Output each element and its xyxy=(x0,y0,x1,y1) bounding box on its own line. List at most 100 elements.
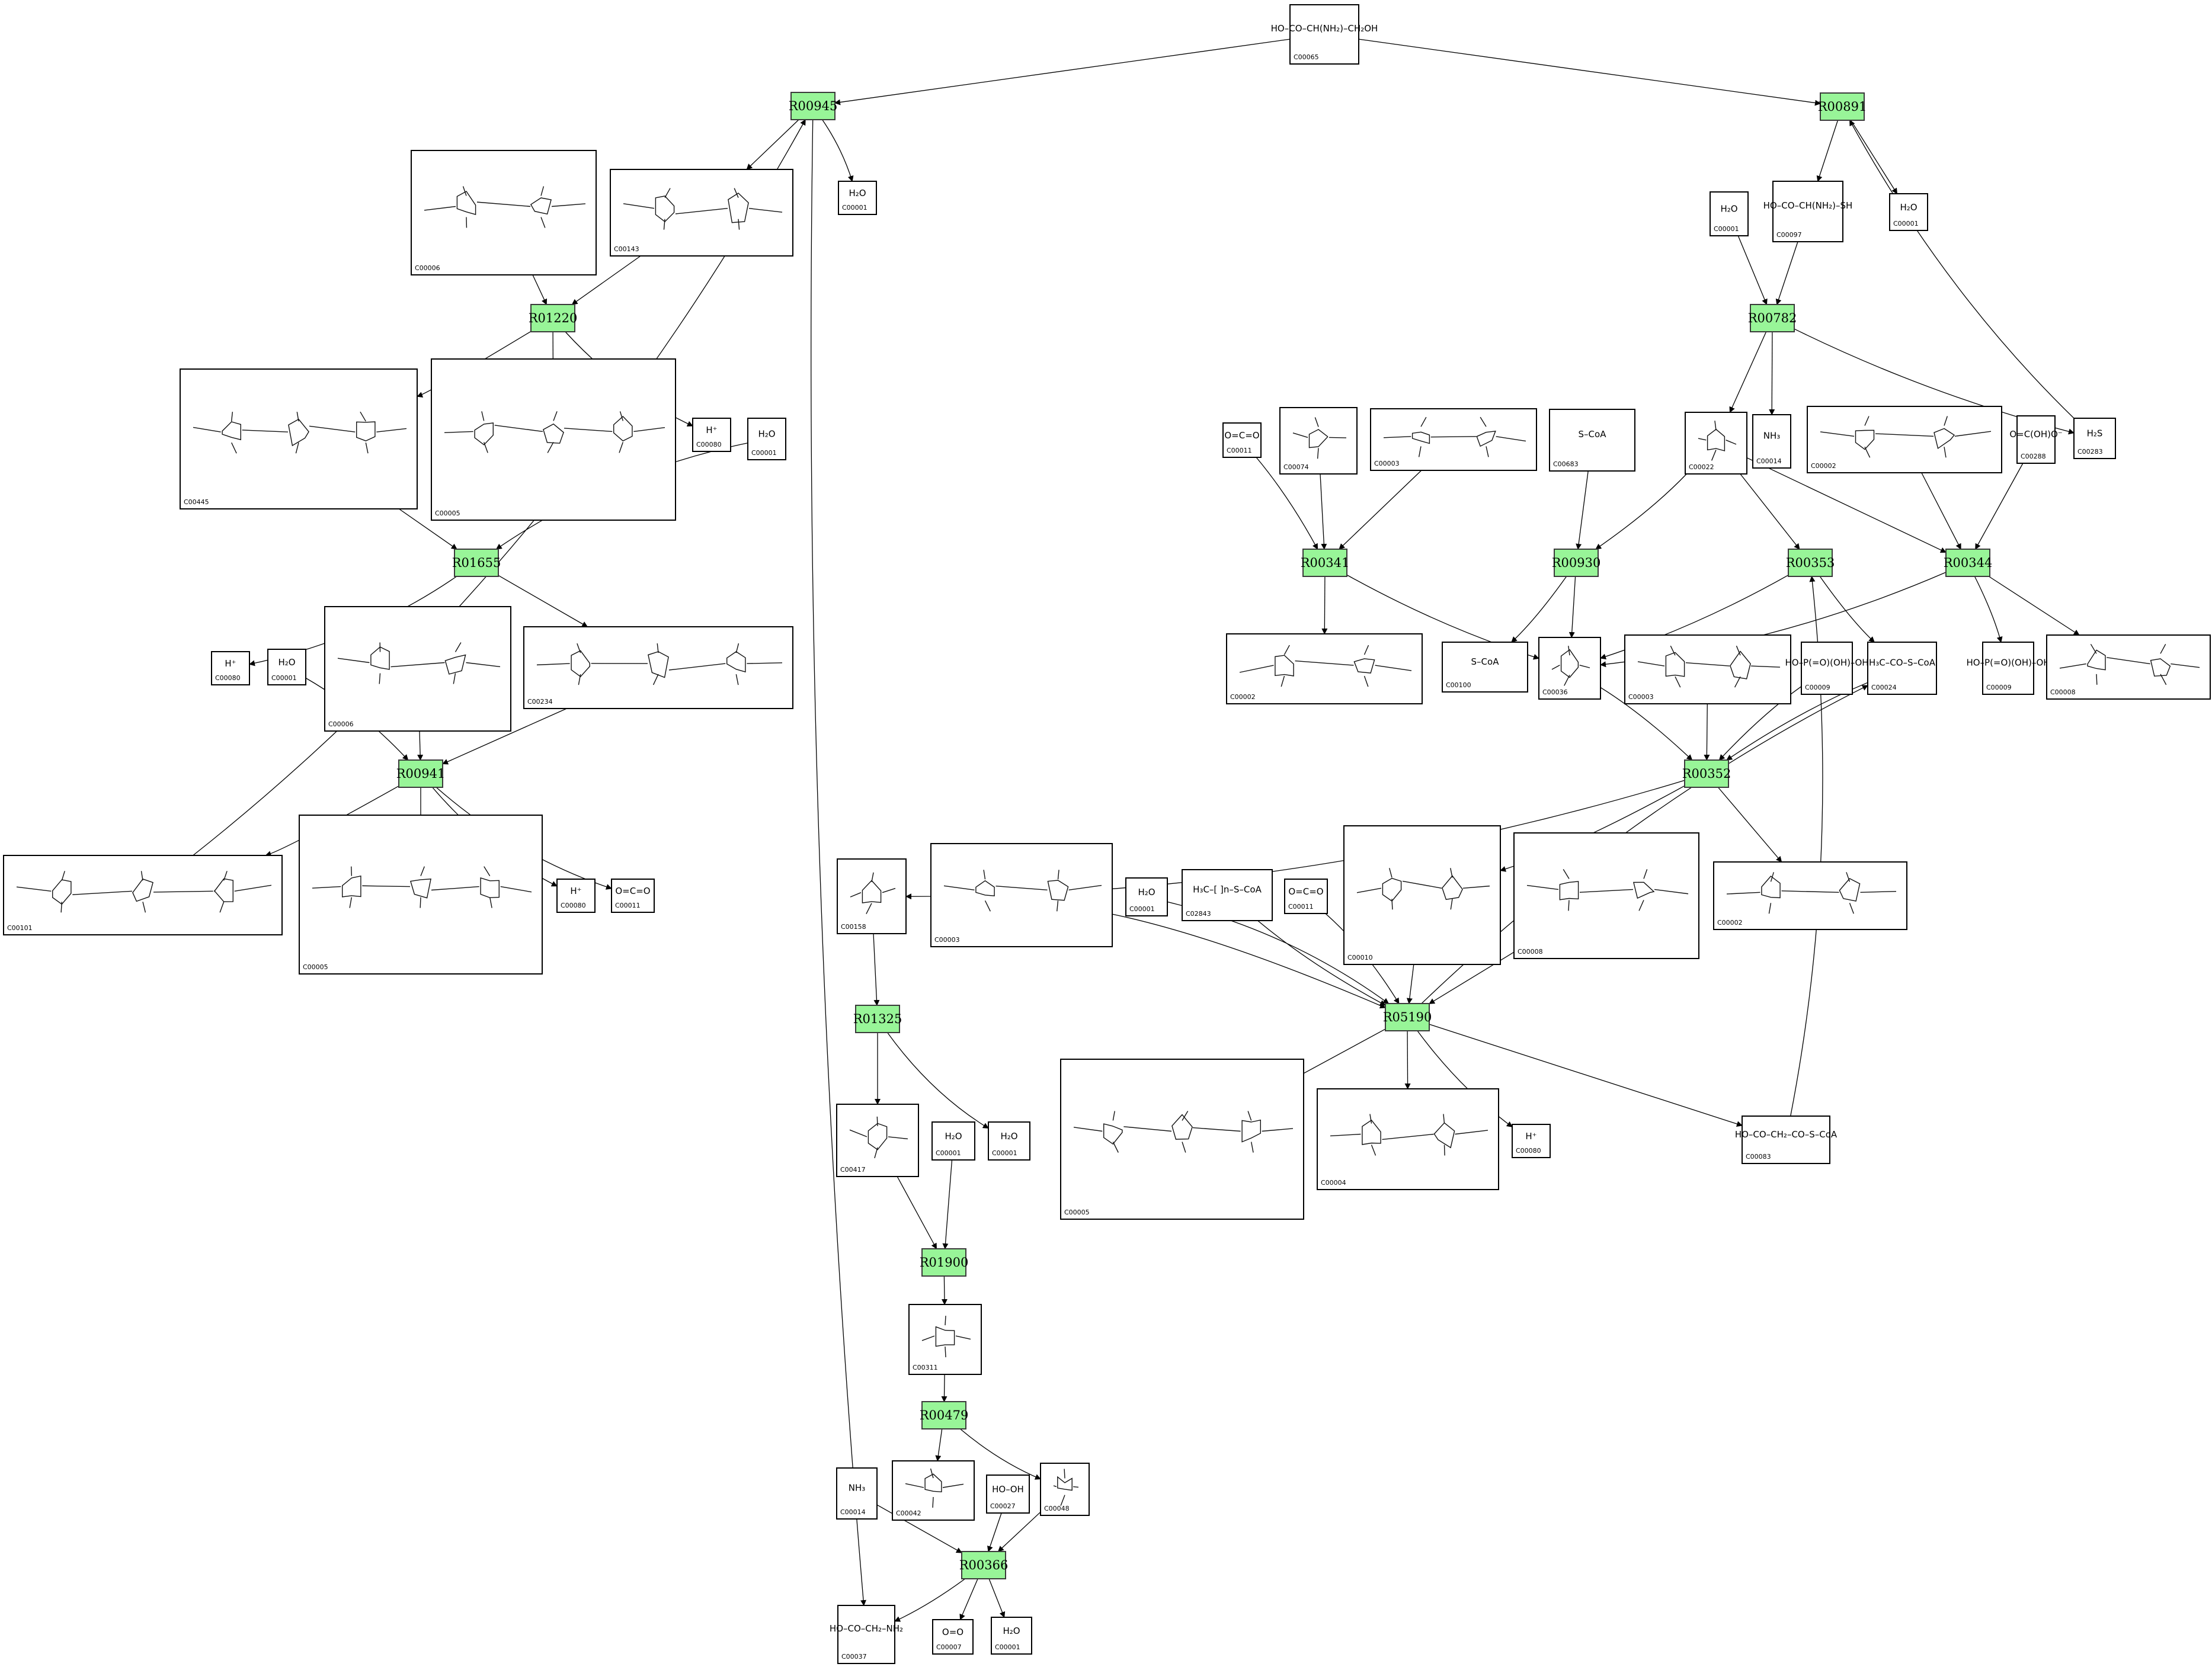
bond-line xyxy=(921,1335,935,1341)
reaction-id-label: R01220 xyxy=(529,311,578,325)
compound-node[interactable]: C00445 xyxy=(180,368,418,509)
reaction-node[interactable]: R00782 xyxy=(1748,304,1797,332)
compound-node[interactable]: C00006 xyxy=(411,150,597,275)
compound-box xyxy=(1801,642,1853,695)
reaction-edge xyxy=(897,1176,937,1249)
compound-node[interactable]: C00234 xyxy=(523,626,793,709)
compound-node[interactable]: C00008 xyxy=(1513,832,1699,959)
compound-node[interactable]: C00006 xyxy=(324,606,511,732)
compound-node[interactable]: C00022 xyxy=(1685,412,1747,475)
compound-node[interactable]: C00002 xyxy=(1807,406,2002,473)
reaction-node[interactable]: R00941 xyxy=(396,759,446,788)
compound-node[interactable]: C00158 xyxy=(837,858,907,934)
compound-node[interactable]: O=C(OH)O⁻C00288 xyxy=(2009,415,2063,464)
reaction-node[interactable]: R00352 xyxy=(1682,759,1731,788)
compound-formula: H⁺ xyxy=(706,425,717,435)
reaction-node[interactable]: R01220 xyxy=(529,304,578,332)
compound-node[interactable]: C00417 xyxy=(836,1104,919,1177)
reaction-edge xyxy=(942,1159,953,1249)
compound-node[interactable]: C00143 xyxy=(610,169,793,257)
compound-node[interactable]: C00003 xyxy=(930,843,1113,947)
compound-node[interactable]: C00074 xyxy=(1279,407,1358,475)
bond-line xyxy=(1073,1127,1103,1132)
compound-node[interactable]: C00311 xyxy=(908,1304,982,1375)
reaction-node[interactable]: R01900 xyxy=(920,1248,969,1277)
reaction-node[interactable]: R00930 xyxy=(1552,549,1601,577)
compound-node[interactable]: C00005 xyxy=(1060,1059,1304,1220)
ring-shape xyxy=(456,191,476,216)
reaction-node[interactable]: R00353 xyxy=(1786,549,1835,577)
bond-line xyxy=(1568,646,1570,656)
compound-node[interactable]: C00005 xyxy=(431,358,676,521)
reaction-node[interactable]: R00945 xyxy=(789,92,838,120)
compound-node[interactable]: C00010 xyxy=(1343,825,1501,965)
bond-line xyxy=(2171,663,2200,668)
compound-node[interactable]: C00042 xyxy=(892,1460,975,1521)
compound-node[interactable]: H⁺C00080 xyxy=(556,879,596,913)
compound-node[interactable]: C00101 xyxy=(3,855,283,935)
compound-node[interactable]: C00008 xyxy=(2046,634,2211,700)
bond-line xyxy=(943,885,975,890)
reaction-node[interactable]: R00341 xyxy=(1301,549,1350,577)
compound-node[interactable]: C00003 xyxy=(1624,634,1791,704)
reaction-node[interactable]: R00479 xyxy=(920,1401,969,1429)
compound-node[interactable]: C00002 xyxy=(1226,633,1423,704)
reaction-node[interactable]: R00891 xyxy=(1818,92,1867,121)
compound-node[interactable]: C00004 xyxy=(1317,1088,1499,1190)
ring-shape xyxy=(356,421,376,441)
bond-line xyxy=(1123,1126,1172,1132)
reaction-node[interactable]: R01655 xyxy=(452,549,501,577)
compound-id-label: C00005 xyxy=(435,509,460,517)
compound-id-label: C00003 xyxy=(1628,693,1654,701)
reaction-node[interactable]: R00366 xyxy=(959,1551,1009,1579)
bond-line xyxy=(1182,1142,1186,1153)
compound-node[interactable]: H⁺C00080 xyxy=(692,418,731,452)
reaction-node[interactable]: R05190 xyxy=(1383,1003,1432,1031)
bond-line xyxy=(738,219,740,230)
compound-node[interactable]: H⁺C00080 xyxy=(211,651,250,685)
compound-box xyxy=(1513,832,1699,959)
ring-shape xyxy=(370,646,390,670)
compound-node[interactable]: C00003 xyxy=(1370,408,1537,471)
reaction-id-label: R00945 xyxy=(789,99,838,113)
reaction-node[interactable]: R01325 xyxy=(853,1005,902,1033)
bond-line xyxy=(454,642,462,652)
compound-node[interactable]: C00005 xyxy=(299,815,543,975)
compound-node[interactable]: C00036 xyxy=(1538,637,1601,700)
reaction-edge xyxy=(997,1511,1041,1552)
reaction-box xyxy=(1302,549,1347,577)
compound-node[interactable]: C00002 xyxy=(1713,861,1907,930)
compound-node[interactable]: C00048 xyxy=(1040,1463,1090,1516)
reaction-node[interactable]: R00344 xyxy=(1944,549,1993,577)
compound-formula: H₂S xyxy=(2087,428,2103,439)
compound-node[interactable]: H⁺C00080 xyxy=(1512,1124,1551,1158)
compound-box xyxy=(1317,1088,1499,1190)
